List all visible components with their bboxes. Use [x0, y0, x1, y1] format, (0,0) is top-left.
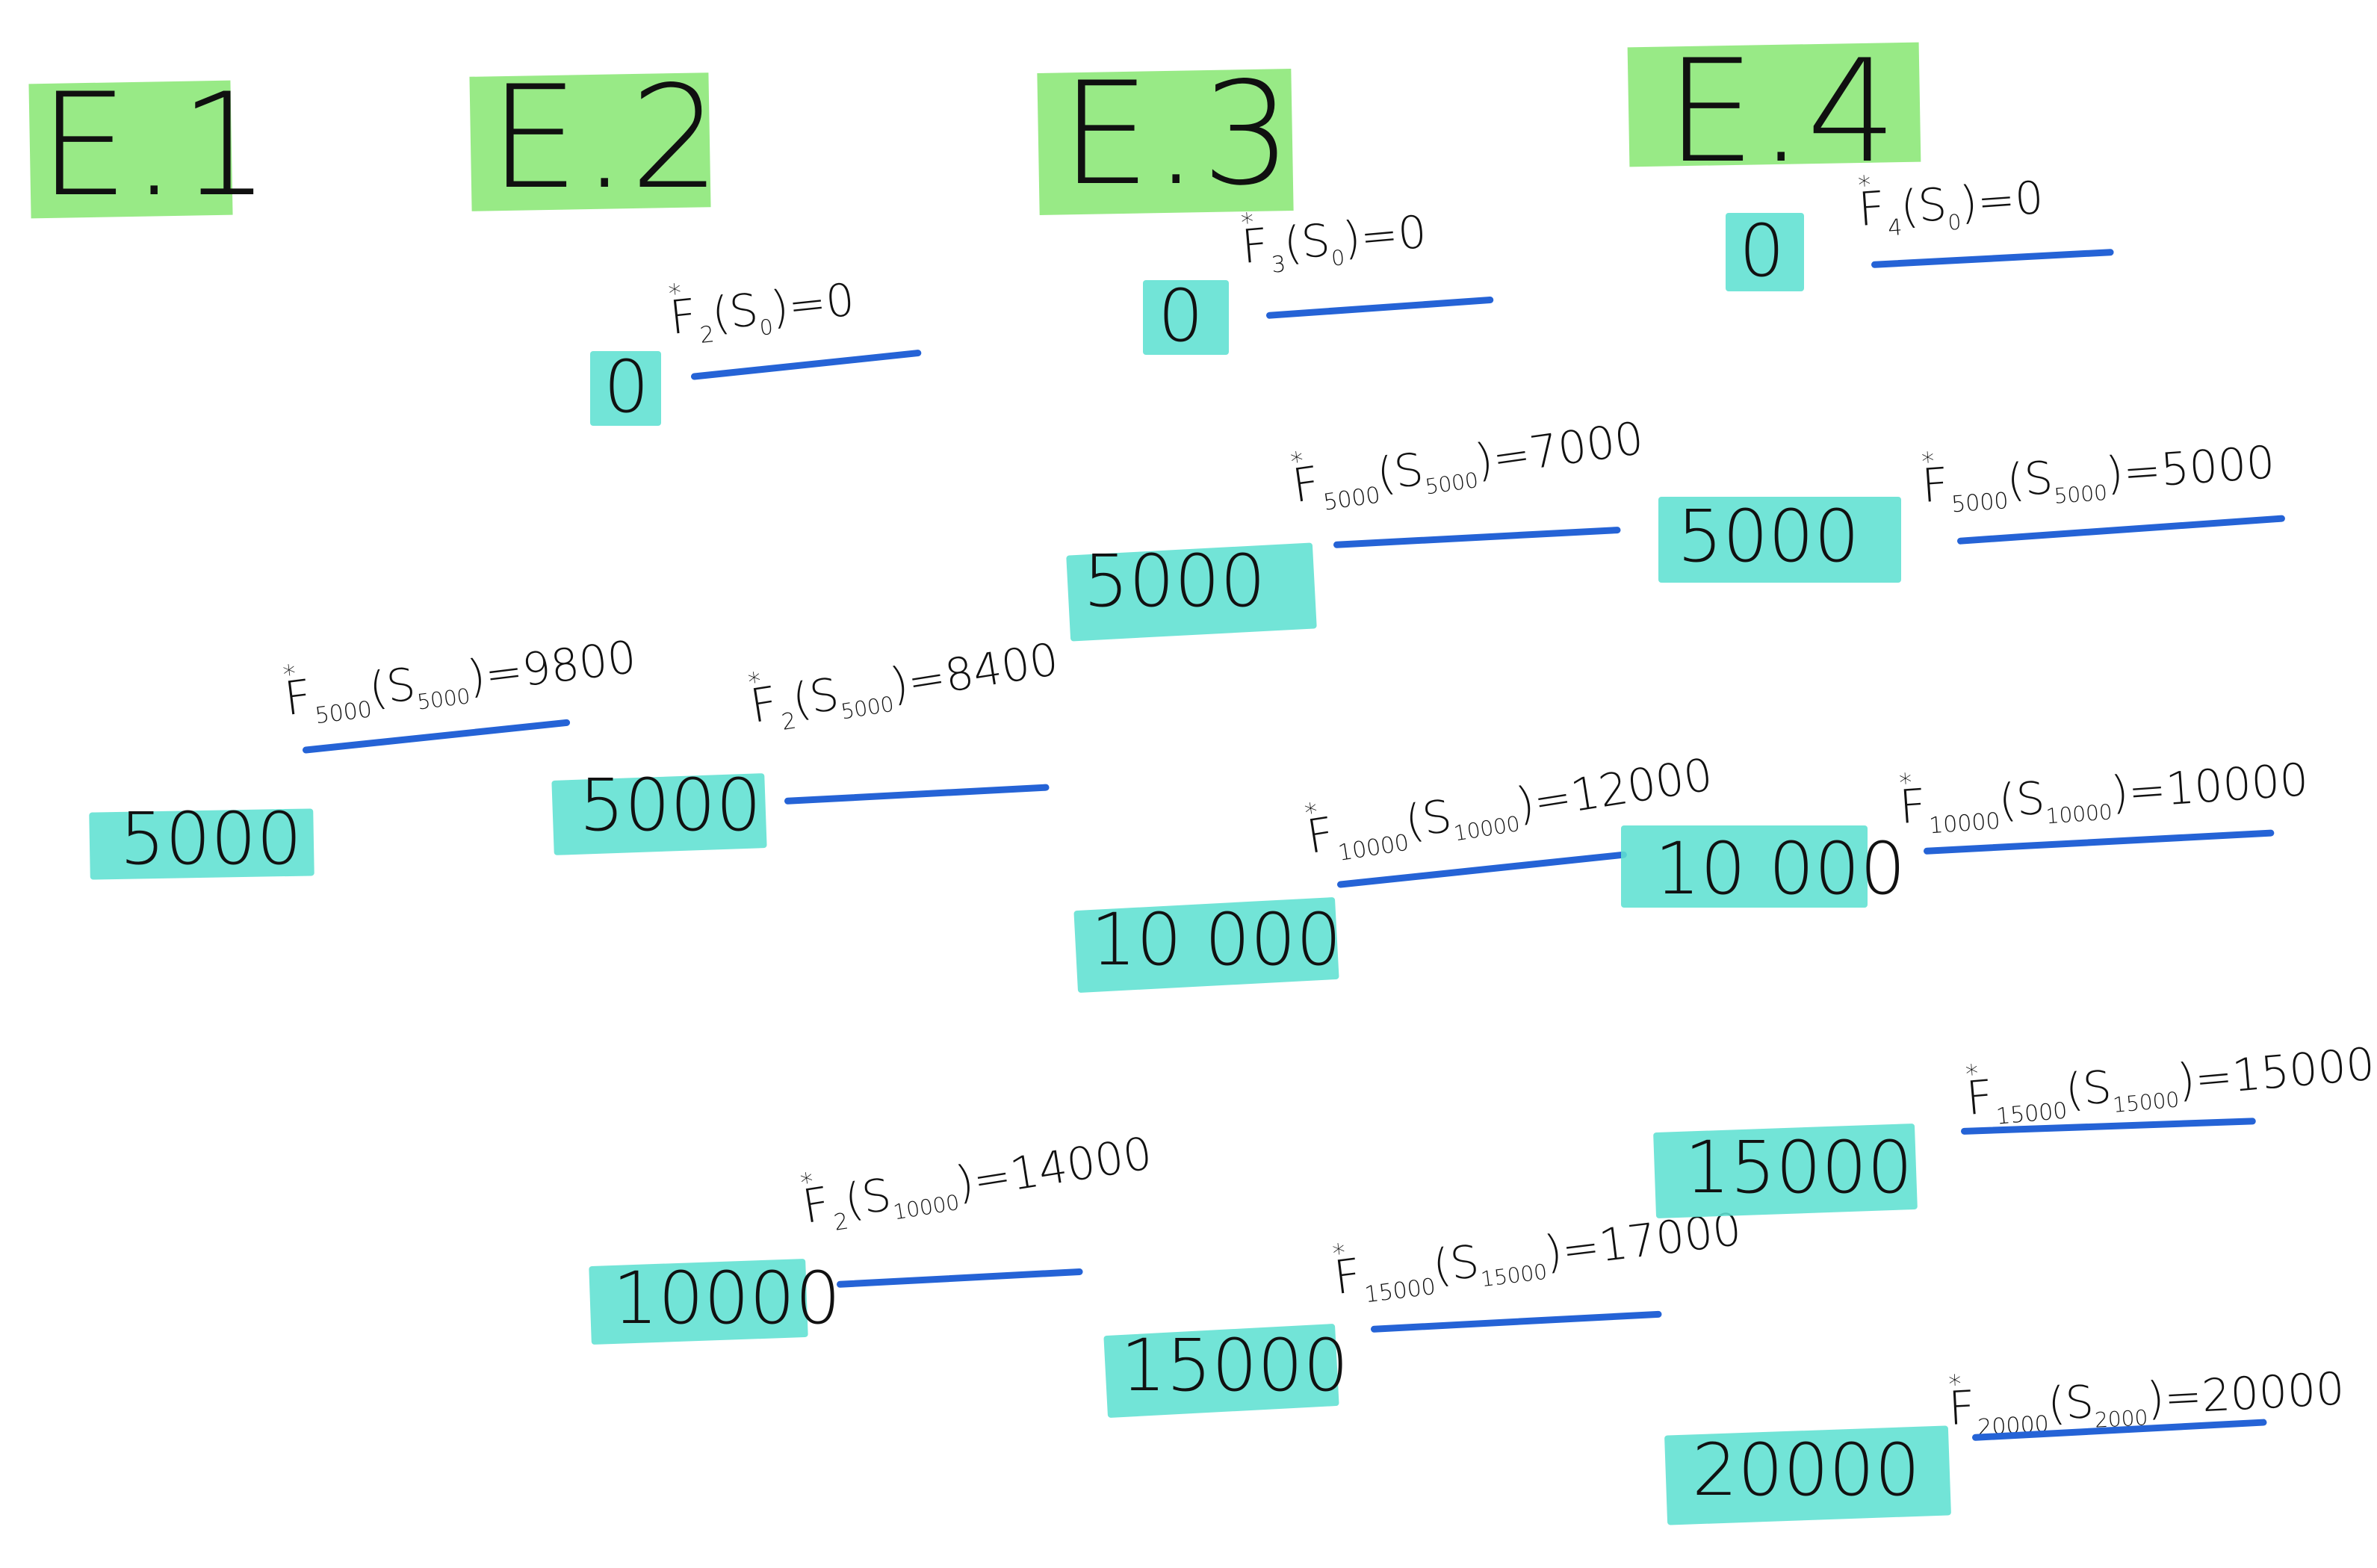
- stage-title-e2: E.2: [489, 55, 724, 220]
- formula-label: F*15000(S15000)=15000: [1964, 1038, 2377, 1130]
- formula-label: F*5000(S5000)=5000: [1920, 436, 2277, 518]
- formula-label: F*3(S0)=0: [1239, 205, 1429, 279]
- formula-label: F*20000(S2000)=20000: [1947, 1363, 2346, 1442]
- formula-underline: [690, 349, 922, 380]
- node-value: 0: [1739, 209, 1785, 293]
- formula-label: F*5000(S5000)=7000: [1289, 412, 1647, 516]
- node-value: 10 000: [1091, 898, 1342, 982]
- formula-label: F*15000(S15000)=17000: [1330, 1203, 1744, 1309]
- node-value: 15000: [1685, 1126, 1913, 1209]
- formula-underline: [1956, 515, 2286, 545]
- stage-title-e4: E.4: [1666, 29, 1900, 194]
- formula-label: F*2(S5000)=8400: [746, 633, 1062, 736]
- node-highlight: [1143, 280, 1229, 355]
- formula-label: F*10000(S10000)=10000: [1897, 753, 2311, 840]
- formula-underline: [784, 784, 1050, 805]
- formula-underline: [836, 1268, 1083, 1288]
- node-value: 5000: [120, 797, 303, 881]
- stage-title-e1: E.1: [39, 63, 273, 228]
- node-value: 10000: [613, 1256, 841, 1340]
- node-value: 5000: [579, 763, 762, 847]
- node-value: 5000: [1677, 495, 1860, 578]
- node-value: 15000: [1121, 1324, 1349, 1407]
- formula-label: F*2(S0)=0: [666, 273, 858, 349]
- node-value: 0: [604, 345, 650, 429]
- stage-title-e3: E.3: [1061, 52, 1295, 217]
- formula-underline: [1265, 296, 1494, 319]
- node-value: 10 000: [1655, 827, 1906, 911]
- formula-underline: [1871, 248, 2114, 268]
- formula-underline: [1333, 526, 1621, 548]
- node-highlight: [590, 351, 661, 426]
- formula-label: F*5000(S5000)=9800: [281, 630, 639, 730]
- node-value: 5000: [1083, 539, 1266, 623]
- node-value: 20000: [1692, 1428, 1921, 1512]
- node-value: 0: [1158, 274, 1204, 358]
- formula-underline: [1370, 1310, 1662, 1333]
- node-highlight: [1621, 825, 1868, 908]
- node-highlight: [1658, 497, 1901, 583]
- formula-label: F*2(S10000)=14000: [798, 1127, 1156, 1236]
- node-highlight: [1726, 213, 1804, 291]
